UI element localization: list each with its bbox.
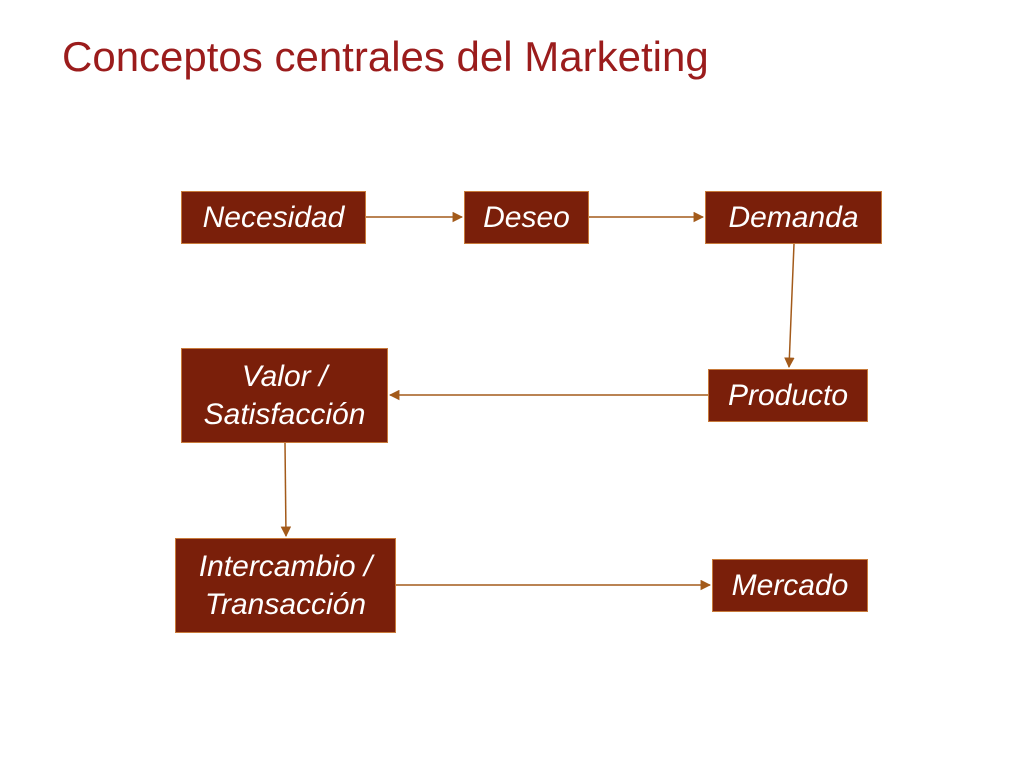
edge-valor-intercambio [280,442,292,538]
node-intercambio-transaccion: Intercambio / Transacción [175,538,396,633]
node-producto: Producto [708,369,868,422]
node-valor-satisfaccion: Valor / Satisfacción [181,348,388,443]
node-mercado: Mercado [712,559,868,612]
node-necesidad: Necesidad [181,191,366,244]
node-demanda: Demanda [705,191,882,244]
edge-demanda-producto [784,243,795,369]
node-deseo: Deseo [464,191,589,244]
slide-title: Conceptos centrales del Marketing [62,33,709,80]
